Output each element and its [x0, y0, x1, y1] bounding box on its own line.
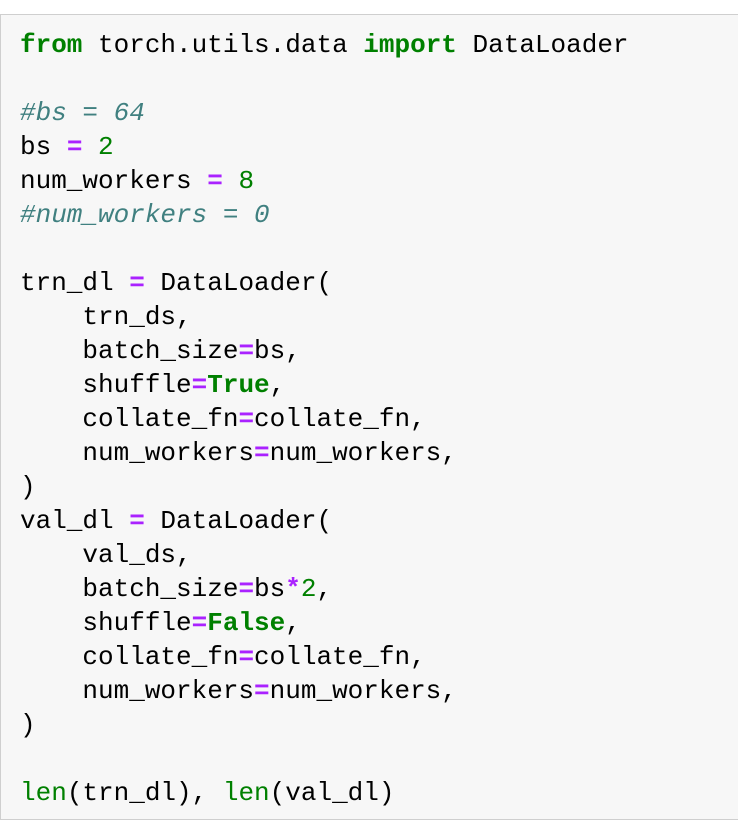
comment-token: #bs = 64 — [20, 98, 145, 128]
code-line: len(trn_dl), len(val_dl) — [20, 776, 629, 810]
code-text: val_dl — [20, 506, 130, 536]
keyword-token: True — [207, 370, 270, 400]
operator-token: = — [129, 506, 145, 536]
code-line: ) — [20, 470, 629, 504]
code-line: val_dl = DataLoader( — [20, 504, 629, 538]
code-text — [82, 132, 98, 162]
operator-token: = — [238, 642, 255, 672]
comment-token: #num_workers = 0 — [20, 200, 270, 230]
code-text: num_workers, — [269, 438, 457, 468]
code-text: DataLoader — [456, 30, 629, 60]
code-text: , — [285, 608, 301, 638]
operator-token: = — [191, 370, 208, 400]
code-text: val_ds, — [20, 540, 192, 570]
code-text: collate_fn, — [254, 404, 426, 434]
builtin-token: len — [222, 778, 270, 808]
code-text — [223, 166, 239, 196]
code-text: torch.utils.data — [82, 30, 364, 60]
operator-token: = — [129, 268, 145, 298]
code-line: num_workers = 8 — [20, 164, 629, 198]
code-line: shuffle=False, — [20, 606, 629, 640]
operator-token: = — [66, 132, 83, 162]
keyword-token: from — [20, 30, 83, 60]
code-line: from torch.utils.data import DataLoader — [20, 28, 629, 62]
code-text: batch_size — [20, 574, 239, 604]
operator-token: = — [207, 166, 223, 196]
code-text: collate_fn, — [254, 642, 426, 672]
code-text: bs — [20, 132, 67, 162]
code-line: ​ — [20, 232, 629, 266]
code-line: num_workers=num_workers, — [20, 674, 629, 708]
code-line: ​ — [20, 62, 629, 96]
operator-token: * — [285, 574, 301, 604]
code-line: ) — [20, 708, 629, 742]
code-line: batch_size=bs, — [20, 334, 629, 368]
number-token: 8 — [238, 166, 255, 196]
code-line: shuffle=True, — [20, 368, 629, 402]
keyword-token: import — [363, 30, 457, 60]
code-line: collate_fn=collate_fn, — [20, 402, 629, 436]
code-text: collate_fn — [20, 642, 239, 672]
operator-token: = — [254, 438, 270, 468]
code-text: bs, — [254, 336, 301, 366]
code-text: DataLoader( — [144, 268, 333, 298]
code-text: DataLoader( — [144, 506, 333, 536]
code-text: collate_fn — [20, 404, 239, 434]
code-text: bs — [254, 574, 286, 604]
code-text: (val_dl) — [269, 778, 395, 808]
code-text: shuffle — [20, 370, 192, 400]
code-line: #bs = 64 — [20, 96, 629, 130]
code-text: shuffle — [20, 608, 192, 638]
operator-token: = — [191, 608, 208, 638]
operator-token: = — [238, 404, 255, 434]
code-editor[interactable]: from torch.utils.data import DataLoader​… — [20, 28, 629, 810]
operator-token: = — [238, 336, 255, 366]
code-text: ) — [20, 472, 36, 502]
operator-token: = — [254, 676, 270, 706]
number-token: 2 — [300, 574, 317, 604]
code-text: num_workers — [20, 166, 208, 196]
code-line: bs = 2 — [20, 130, 629, 164]
code-line: #num_workers = 0 — [20, 198, 629, 232]
code-text: trn_ds, — [20, 302, 192, 332]
code-line: collate_fn=collate_fn, — [20, 640, 629, 674]
code-text: ) — [20, 710, 36, 740]
code-text: , — [269, 370, 286, 400]
code-line: trn_dl = DataLoader( — [20, 266, 629, 300]
code-text: (trn_dl), — [66, 778, 223, 808]
operator-token: = — [238, 574, 255, 604]
keyword-token: False — [207, 608, 286, 638]
code-text: , — [316, 574, 333, 604]
code-cell[interactable]: from torch.utils.data import DataLoader​… — [0, 14, 738, 820]
code-text: trn_dl — [20, 268, 130, 298]
builtin-token: len — [20, 778, 67, 808]
code-text: num_workers — [20, 438, 255, 468]
code-text: num_workers — [20, 676, 255, 706]
code-text: num_workers, — [269, 676, 457, 706]
number-token: 2 — [98, 132, 114, 162]
code-text: batch_size — [20, 336, 239, 366]
code-line: num_workers=num_workers, — [20, 436, 629, 470]
code-line: val_ds, — [20, 538, 629, 572]
code-line: trn_ds, — [20, 300, 629, 334]
code-line: batch_size=bs*2, — [20, 572, 629, 606]
code-line: ​ — [20, 742, 629, 776]
